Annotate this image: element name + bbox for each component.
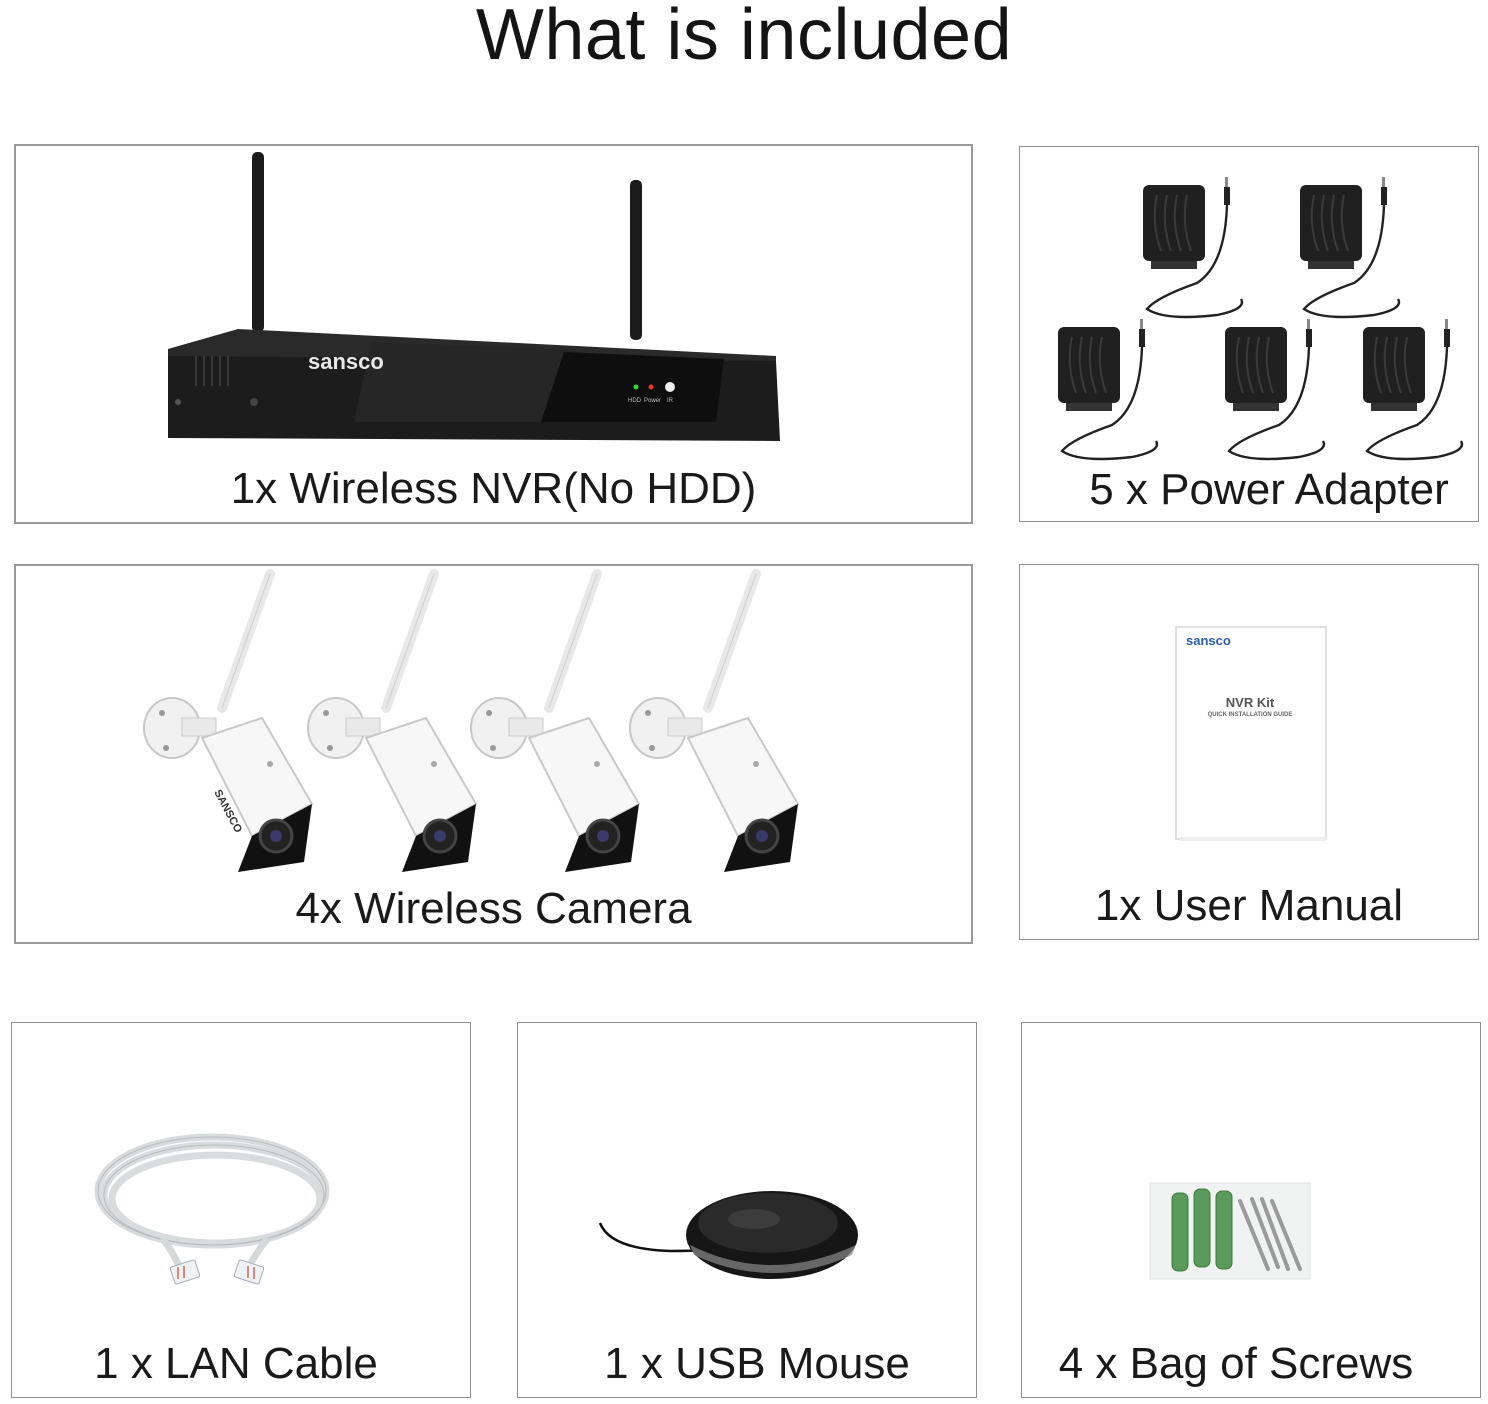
manual-heading: NVR Kit — [1226, 695, 1275, 710]
page-title: What is included — [475, 0, 1013, 75]
item-usb-mouse: 1 x USB Mouse — [517, 1022, 977, 1398]
nvr-brand: sansco — [308, 349, 384, 374]
item-user-manual: sansco NVR Kit QUICK INSTALLATION GUIDE … — [1019, 564, 1479, 940]
usb-mouse-icon — [598, 1191, 858, 1279]
item-caption: 1 x LAN Cable — [94, 1339, 378, 1388]
bullet-camera-icon: SANSCO — [16, 566, 971, 942]
nvr-recorder-icon: sansco HDD Power IR — [168, 152, 780, 441]
item-lan-cable: 1 x LAN Cable — [11, 1022, 471, 1398]
manual-brand: sansco — [1186, 633, 1231, 648]
item-nvr: sansco HDD Power IR 1x Wireless NVR(No H… — [14, 144, 973, 524]
user-manual-icon: sansco NVR Kit QUICK INSTALLATION GUIDE — [1175, 626, 1327, 841]
item-caption: 5 x Power Adapter — [1089, 465, 1449, 514]
item-caption: 1x User Manual — [1094, 881, 1404, 930]
nvr-led-hdd: HDD — [628, 398, 642, 404]
item-power-adapter: 5 x Power Adapter — [1019, 146, 1479, 522]
item-screws: 4 x Bag of Screws — [1021, 1022, 1481, 1398]
item-caption: 1x Wireless NVR(No HDD) — [230, 464, 757, 513]
nvr-led-power: Power — [644, 398, 661, 404]
nvr-led-ir: IR — [667, 398, 674, 404]
manual-subheading: QUICK INSTALLATION GUIDE — [1208, 712, 1293, 718]
item-wireless-camera: SANSCO 4x Wireless Camera — [14, 564, 973, 944]
lan-cable-icon — [94, 1133, 330, 1285]
item-caption: 1 x USB Mouse — [604, 1339, 910, 1388]
item-caption: 4x Wireless Camera — [295, 884, 692, 933]
screws-bag-icon — [1149, 1182, 1311, 1280]
item-caption: 4 x Bag of Screws — [1058, 1339, 1414, 1388]
